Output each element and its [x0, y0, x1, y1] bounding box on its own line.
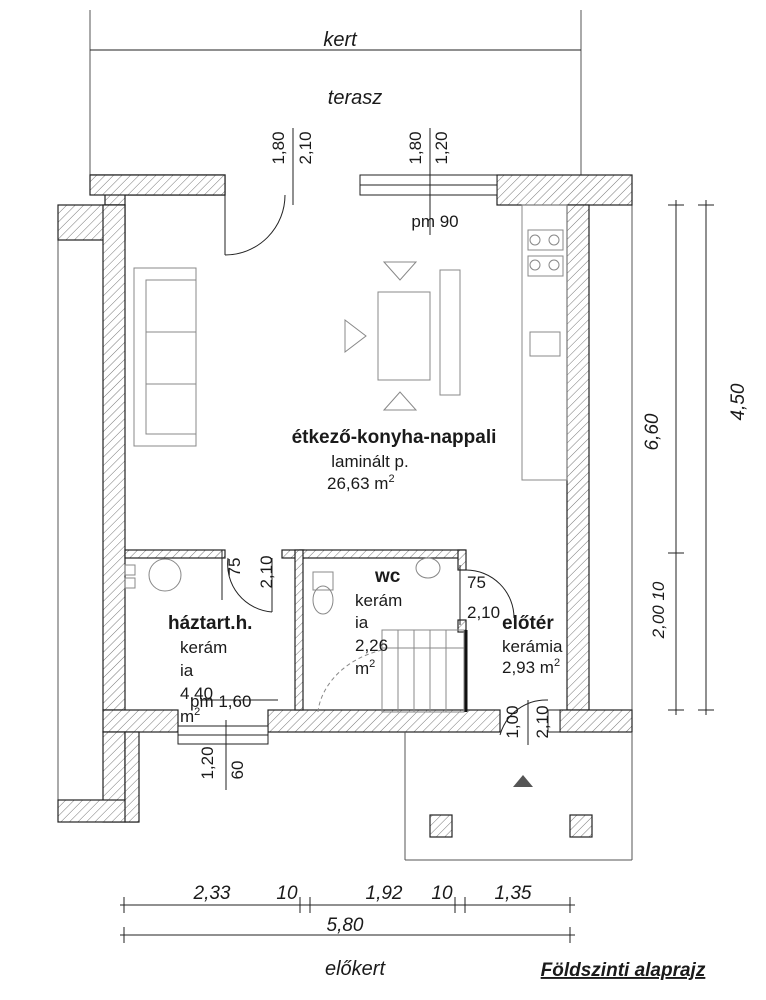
dim-bottom-1: 2,33	[193, 883, 231, 904]
terrace-door-height: 2,10	[296, 131, 315, 164]
dim-right-inner: 6,60	[642, 413, 663, 450]
dim-bottom-4: 10	[431, 883, 453, 904]
terrace-window-height: 1,20	[432, 131, 451, 164]
bottom-dimensions	[120, 897, 575, 943]
label-kert: kert	[323, 29, 358, 51]
kitchen-counter	[521, 204, 568, 481]
terrace-outline	[57, 10, 633, 810]
terrace-window-width: 1,80	[406, 131, 425, 164]
washing-machine	[124, 558, 182, 592]
dim-right-outer: 4,50	[728, 383, 749, 420]
living-room-floor: laminált p.	[331, 452, 408, 471]
dining-table	[344, 261, 461, 411]
wc-door	[465, 569, 515, 619]
porch-outline	[404, 732, 633, 861]
hall-room-floor: kerámia	[502, 637, 563, 656]
utility-room-unit: m2	[180, 706, 200, 726]
utility-door-height: 2,10	[257, 555, 276, 588]
dim-bottom-total: 5,80	[327, 915, 364, 936]
utility-window-sill: pm 1,60	[190, 692, 251, 711]
dim-right-lower: 2,00 10	[649, 581, 668, 639]
utility-room-floor-2: ia	[180, 661, 194, 680]
toilet	[312, 557, 441, 615]
wc-room-area: 2,26	[355, 636, 388, 655]
utility-window	[177, 725, 269, 745]
wc-room-floor-2: ia	[355, 613, 369, 632]
stairs	[317, 629, 468, 713]
wc-room-floor-1: kerám	[355, 591, 402, 610]
wc-door-width: 75	[467, 573, 486, 592]
dim-bottom-2: 10	[276, 883, 298, 904]
terrace-door	[224, 194, 286, 256]
utility-room-floor-1: kerám	[180, 638, 227, 657]
hall-room-area: 2,93 m2	[502, 657, 560, 677]
entry-door	[499, 699, 549, 736]
entry-frame	[547, 709, 561, 733]
dim-bottom-3: 1,92	[366, 883, 403, 904]
right-dimensions	[668, 200, 714, 715]
utility-door-width: 75	[225, 558, 244, 577]
label-terasz: terasz	[328, 87, 382, 109]
utility-room-area: 4,40	[180, 684, 213, 703]
entry-door-width: 1,00	[503, 705, 522, 738]
living-room-name: étkező-konyha-nappali	[292, 427, 497, 448]
entrance-arrow-icon	[513, 775, 533, 787]
terrace-window	[359, 174, 498, 196]
utility-window-width: 1,20	[198, 746, 217, 779]
wc-room-unit: m2	[355, 658, 375, 678]
living-room-area: 26,63 m2	[327, 473, 395, 493]
sofa	[133, 267, 197, 447]
label-elokert: előkert	[325, 958, 386, 980]
drawing-title: Földszinti alaprajz	[541, 960, 706, 981]
opening-ticks	[200, 128, 529, 790]
utility-door	[227, 557, 273, 613]
wc-door-height: 2,10	[467, 603, 500, 622]
utility-window-height: 60	[228, 761, 247, 780]
entry-door-height: 2,10	[533, 705, 552, 738]
terrace-door-width: 1,80	[269, 131, 288, 164]
dim-bottom-5: 1,35	[495, 883, 532, 904]
exterior-walls	[57, 174, 633, 838]
utility-room-name: háztart.h.	[168, 613, 252, 634]
hall-room-name: előtér	[502, 613, 554, 634]
terrace-window-sill: pm 90	[411, 212, 458, 231]
wc-room-name: wc	[374, 566, 401, 587]
interior-walls	[124, 549, 467, 711]
